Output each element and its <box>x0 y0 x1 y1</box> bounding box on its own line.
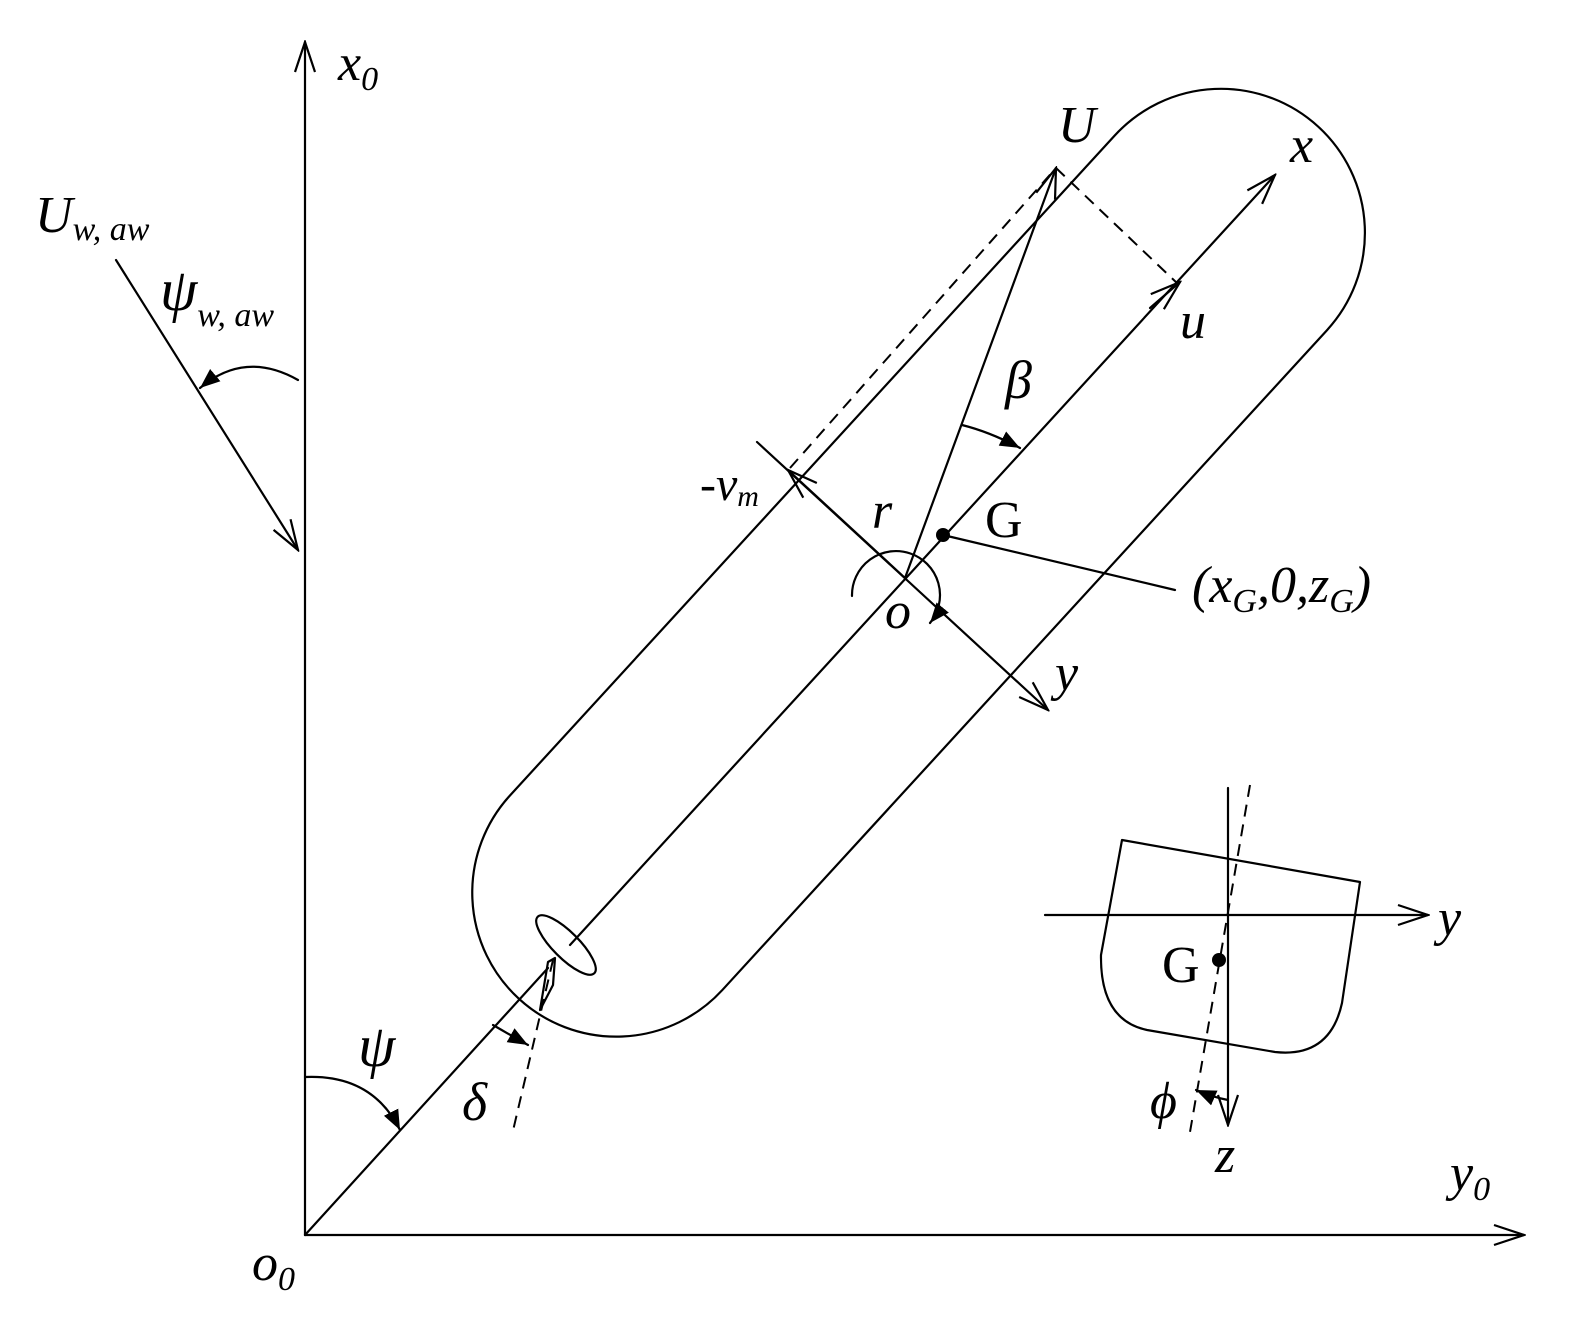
label-inset-y: y <box>1433 890 1462 947</box>
label-y0: y0 <box>1445 1145 1490 1208</box>
heading-line <box>303 966 550 1237</box>
label-U: U <box>1058 97 1099 154</box>
label-x0: x0 <box>337 35 378 98</box>
beta-arc <box>960 423 1022 450</box>
propeller <box>535 914 597 976</box>
cross-section-hull <box>1099 838 1362 1054</box>
vm-projection-dashed <box>789 167 1057 469</box>
hull-outline <box>471 87 1366 1038</box>
label-u: u <box>1180 293 1206 350</box>
label-ship-y: y <box>1050 645 1079 702</box>
psi-arc <box>303 1075 402 1132</box>
label-inset-G: G <box>1162 937 1200 994</box>
yaw-rate-arc <box>850 549 949 625</box>
label-r: r <box>872 483 893 540</box>
phi-arc <box>1194 1088 1230 1106</box>
label-psiw: ψw, aw <box>160 257 274 334</box>
velocity-U-arrow <box>903 168 1056 580</box>
label-phi: ϕ <box>1150 1073 1177 1130</box>
ship-hull <box>471 87 1366 1038</box>
wind-angle-arc <box>198 365 300 390</box>
label-inset-z: z <box>1214 1127 1235 1184</box>
u-projection-dashed <box>1055 167 1179 285</box>
wind-vector <box>114 258 298 550</box>
label-vm: -vm <box>700 458 759 513</box>
label-o: o <box>885 583 911 640</box>
label-psi: ψ <box>358 1013 397 1079</box>
label-G: G <box>985 492 1023 549</box>
label-o0: o0 <box>252 1235 295 1298</box>
label-delta: δ <box>462 1072 488 1132</box>
inset-cg-point <box>1212 953 1226 967</box>
label-ship-x: x <box>1289 117 1313 174</box>
u-arrowhead <box>1148 282 1180 308</box>
label-Uw: Uw, aw <box>35 187 150 248</box>
rudder <box>538 956 557 1012</box>
delta-arc <box>491 1023 530 1047</box>
rudder-line-dashed <box>511 959 554 1136</box>
label-cg-coords: (xG,0,zG) <box>1192 557 1371 620</box>
vm-arrow <box>788 470 907 580</box>
label-beta: β <box>1004 350 1032 410</box>
cg-leader-line <box>941 533 1177 592</box>
